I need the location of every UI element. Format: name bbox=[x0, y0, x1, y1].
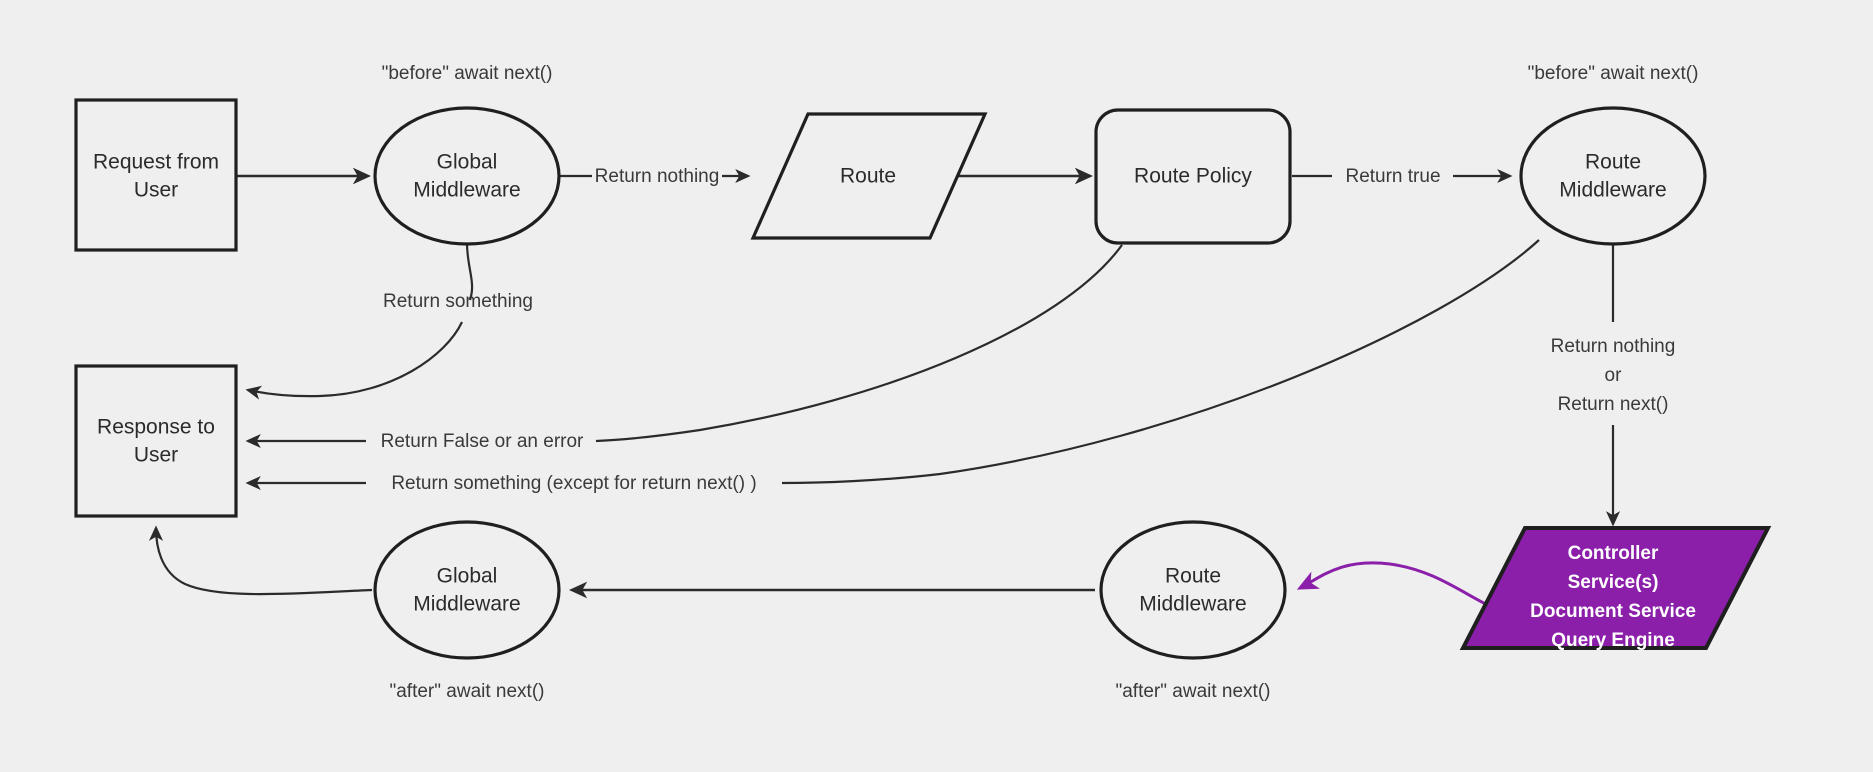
route-middleware-before-shape bbox=[1519, 106, 1707, 246]
global-middleware-before-label-line1: Global bbox=[437, 151, 498, 174]
annotation-after-await-next-global: "after" await next() bbox=[390, 681, 545, 702]
global-middleware-after-label-line2: Middleware bbox=[413, 593, 520, 616]
edge-global-middleware-to-route: Return nothing bbox=[560, 166, 751, 187]
request-from-user-label-line2: User bbox=[134, 179, 178, 202]
annotation-after-await-next-route: "after" await next() bbox=[1116, 681, 1271, 702]
route-middleware-before-label-line1: Route bbox=[1585, 151, 1641, 174]
controller-services-label-line3: Document Service bbox=[1530, 601, 1696, 622]
node-global-middleware-after[interactable]: Global Middleware bbox=[373, 520, 561, 660]
edge-global-middleware-after-to-response bbox=[148, 525, 373, 596]
node-response-to-user[interactable]: Response to User bbox=[74, 364, 238, 518]
request-from-user-shape bbox=[74, 98, 238, 252]
route-middleware-after-label-line2: Middleware bbox=[1139, 593, 1246, 616]
global-middleware-before-label-line2: Middleware bbox=[413, 179, 520, 202]
edge-label-return-something-except-next: Return something (except for return next… bbox=[391, 473, 756, 494]
annotation-before-await-next-global: "before" await next() bbox=[382, 63, 553, 84]
node-controller-services[interactable]: Controller Service(s) Document Service Q… bbox=[1459, 526, 1772, 651]
edge-route-policy-to-route-middleware: Return true bbox=[1292, 166, 1513, 187]
edge-route-middleware-to-controller: Return nothing or Return next() bbox=[1551, 243, 1676, 527]
route-middleware-before-label-line2: Middleware bbox=[1559, 179, 1666, 202]
edge-global-middleware-to-response: Return something bbox=[245, 242, 533, 400]
global-middleware-after-shape bbox=[373, 520, 561, 660]
edge-route-middleware-to-response: Return something (except for return next… bbox=[245, 239, 1540, 494]
edge-label-return-false-or-error: Return False or an error bbox=[381, 431, 584, 452]
controller-services-label-line2: Service(s) bbox=[1568, 572, 1659, 593]
annotation-before-await-next-route: "before" await next() bbox=[1528, 63, 1699, 84]
edge-label-return-something: Return something bbox=[383, 291, 533, 312]
controller-services-label-line4: Query Engine bbox=[1551, 630, 1675, 651]
global-middleware-before-shape bbox=[373, 106, 561, 246]
response-to-user-label-line1: Response to bbox=[97, 416, 215, 439]
node-route-middleware-after[interactable]: Route Middleware bbox=[1099, 520, 1287, 660]
node-route-middleware-before[interactable]: Route Middleware bbox=[1519, 106, 1707, 246]
route-label: Route bbox=[840, 165, 896, 188]
node-route[interactable]: Route bbox=[750, 112, 988, 240]
edge-label-return-nothing: Return nothing bbox=[595, 166, 720, 187]
edge-label-return-nothing-2: Return nothing bbox=[1551, 336, 1676, 357]
controller-services-shape bbox=[1459, 526, 1772, 650]
edge-route-policy-to-response: Return False or an error bbox=[245, 244, 1123, 452]
response-to-user-label-line2: User bbox=[134, 444, 178, 467]
route-policy-label: Route Policy bbox=[1134, 165, 1252, 188]
route-shape bbox=[750, 112, 988, 240]
response-to-user-shape bbox=[74, 364, 238, 518]
node-global-middleware-before[interactable]: Global Middleware bbox=[373, 106, 561, 246]
node-request-from-user[interactable]: Request from User bbox=[74, 98, 238, 252]
edge-label-return-next: Return next() bbox=[1558, 394, 1669, 415]
route-middleware-after-label-line1: Route bbox=[1165, 565, 1221, 588]
route-middleware-after-shape bbox=[1099, 520, 1287, 660]
route-policy-shape bbox=[1094, 108, 1292, 245]
request-from-user-label-line1: Request from bbox=[93, 151, 219, 174]
edge-label-return-true: Return true bbox=[1345, 166, 1440, 187]
node-route-policy[interactable]: Route Policy bbox=[1094, 108, 1292, 245]
controller-services-label-line1: Controller bbox=[1568, 543, 1659, 564]
edge-label-or: or bbox=[1605, 365, 1623, 386]
global-middleware-after-label-line1: Global bbox=[437, 565, 498, 588]
